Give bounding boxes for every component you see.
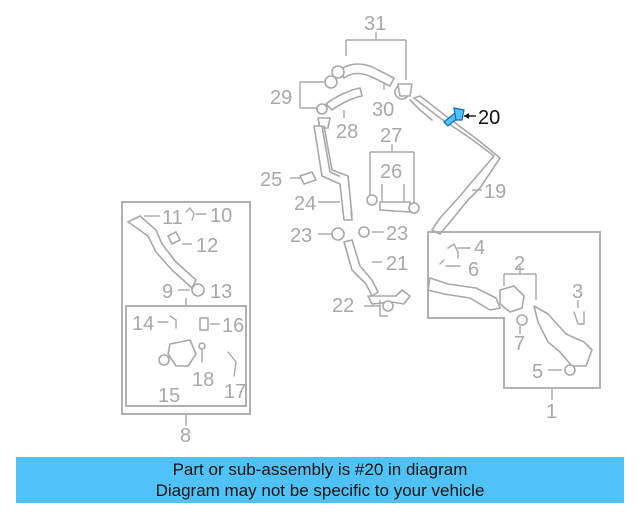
callout-13: 13 bbox=[210, 281, 232, 303]
banner-disclaimer: Diagram may not be specific to your vehi… bbox=[155, 481, 485, 500]
callout-27: 27 bbox=[380, 125, 402, 147]
callout-23-left: 23 bbox=[290, 225, 312, 247]
callout-23-right: 23 bbox=[386, 223, 408, 245]
callout-30: 30 bbox=[372, 99, 394, 121]
part-20-bolt bbox=[443, 107, 476, 127]
part-box-8 bbox=[121, 201, 251, 426]
callout-18: 18 bbox=[192, 369, 214, 391]
callout-24: 24 bbox=[294, 193, 316, 215]
callout-26: 26 bbox=[380, 161, 402, 183]
part-group-21-23 bbox=[318, 226, 411, 317]
part-pipe-24 bbox=[290, 125, 353, 221]
callout-1: 1 bbox=[546, 401, 557, 423]
part-group-27-26 bbox=[366, 144, 420, 214]
callout-6: 6 bbox=[468, 259, 479, 281]
callout-2: 2 bbox=[514, 253, 525, 275]
banner-part-note: Part or sub-assembly is #20 in diagram bbox=[172, 460, 468, 479]
callout-20: 20 bbox=[478, 107, 500, 129]
part-group-31 bbox=[331, 32, 433, 121]
callout-29: 29 bbox=[270, 87, 292, 109]
callout-21: 21 bbox=[386, 253, 408, 275]
callout-4: 4 bbox=[474, 237, 485, 259]
callout-25: 25 bbox=[260, 169, 282, 191]
callout-19: 19 bbox=[484, 181, 506, 203]
callout-9: 9 bbox=[162, 281, 173, 303]
callout-7: 7 bbox=[514, 333, 525, 355]
info-banner: Part or sub-assembly is #20 in diagram D… bbox=[16, 457, 624, 503]
callout-31: 31 bbox=[364, 13, 386, 35]
callout-8: 8 bbox=[180, 425, 191, 447]
part-pipe-19 bbox=[413, 95, 501, 235]
callout-15: 15 bbox=[158, 385, 180, 407]
part-box-1 bbox=[427, 231, 601, 400]
callout-5: 5 bbox=[532, 361, 543, 383]
callout-3: 3 bbox=[572, 281, 583, 303]
callout-17: 17 bbox=[224, 381, 246, 403]
callout-28: 28 bbox=[336, 121, 358, 143]
callout-16: 16 bbox=[222, 315, 244, 337]
callout-22: 22 bbox=[332, 295, 354, 317]
callout-14: 14 bbox=[132, 313, 154, 335]
callout-10: 10 bbox=[210, 205, 232, 227]
callout-12: 12 bbox=[196, 235, 218, 257]
callout-11: 11 bbox=[162, 207, 183, 229]
